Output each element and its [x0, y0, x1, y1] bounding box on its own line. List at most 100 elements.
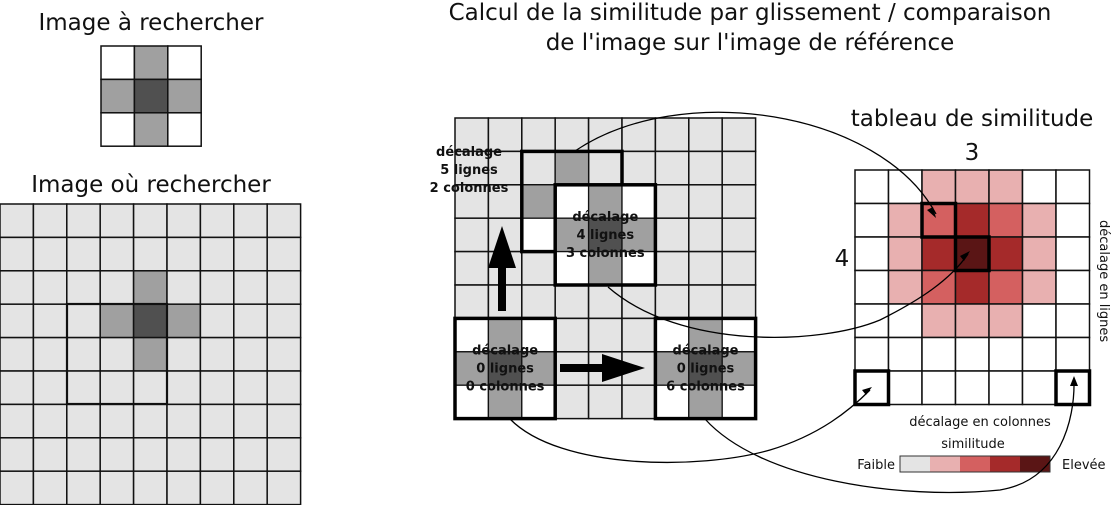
grid-cell — [266, 203, 302, 239]
offset-label-line: décalage — [673, 344, 739, 359]
grid-cell — [166, 370, 202, 406]
grid-cell — [100, 112, 136, 147]
search-image-title: Image où rechercher — [31, 172, 271, 198]
right-arrow-icon — [602, 354, 645, 382]
arrowhead-icon — [927, 207, 936, 218]
grid-cell — [167, 112, 202, 147]
similarity-cell — [954, 336, 990, 372]
similarity-cell — [887, 336, 923, 372]
template-cell — [521, 184, 556, 219]
legend-swatch — [990, 456, 1020, 472]
similarity-cell — [887, 370, 923, 406]
grid-cell — [133, 78, 169, 114]
grid-cell — [199, 403, 235, 439]
grid-cell — [166, 470, 202, 505]
template-cell — [521, 317, 556, 353]
legend-title: similitude — [941, 437, 1004, 452]
similarity-cell — [1021, 202, 1057, 238]
template-title: Image à rechercher — [38, 10, 264, 36]
similarity-cell — [921, 303, 957, 339]
grid-cell — [266, 336, 302, 372]
grid-cell — [487, 184, 523, 219]
grid-cell — [688, 184, 723, 219]
search-image-grid — [0, 203, 302, 505]
grid-cell — [199, 336, 235, 372]
legend-high-label: Elevée — [1062, 458, 1106, 473]
column-marker: 3 — [965, 140, 980, 166]
similarity-cell — [854, 336, 890, 372]
similarity-cell — [1021, 336, 1057, 372]
grid-cell — [199, 470, 235, 505]
grid-cell — [99, 336, 135, 372]
offset-label-line: 2 colonnes — [430, 181, 509, 196]
grid-cell — [587, 317, 623, 353]
highlighted-similarity-cell — [853, 369, 891, 407]
grid-cell — [132, 437, 168, 472]
grid-cell — [688, 217, 723, 253]
grid-cell — [199, 236, 235, 272]
grid-cell — [554, 384, 590, 420]
similarity-cell — [887, 202, 923, 238]
slide-arrows — [488, 226, 645, 382]
grid-cell — [166, 203, 202, 239]
similarity-cell — [854, 269, 890, 305]
similarity-cell — [921, 370, 957, 406]
grid-cell — [66, 303, 101, 339]
similarity-cell — [1055, 202, 1091, 238]
grid-cell — [233, 203, 268, 239]
template-cell — [587, 217, 623, 253]
grid-cell — [166, 236, 202, 272]
grid-cell — [66, 403, 101, 439]
grid-cell — [721, 250, 757, 286]
similarity-cell — [954, 269, 990, 305]
grid-cell — [0, 437, 35, 472]
grid-cell — [688, 284, 723, 320]
connector-5-2 — [574, 111, 937, 215]
grid-cell — [487, 150, 523, 186]
grid-cell — [233, 437, 268, 472]
template-image — [100, 45, 202, 147]
grid-cell — [521, 150, 556, 186]
similarity-cell — [921, 236, 957, 272]
grid-cell — [167, 45, 202, 81]
grid-cell — [132, 336, 168, 372]
grid-cell — [0, 470, 35, 505]
grid-cell — [32, 270, 68, 305]
grid-cell — [199, 203, 235, 239]
connector-0-0 — [509, 389, 871, 464]
grid-cell — [133, 45, 169, 81]
up-arrow-icon — [488, 226, 516, 268]
similarity-cell — [988, 202, 1024, 238]
grid-cell — [99, 470, 135, 505]
grid-cell — [554, 117, 590, 153]
grid-cell — [654, 284, 690, 320]
template-cell — [454, 317, 490, 353]
grid-cell — [133, 112, 169, 147]
similarity-cell — [988, 303, 1024, 339]
grid-cell — [32, 470, 68, 505]
grid-cell — [654, 184, 690, 219]
similarity-cell — [954, 303, 990, 339]
grid-cell — [99, 236, 135, 272]
grid-cell — [99, 203, 135, 239]
grid-cell — [233, 470, 268, 505]
right-arrow-shaft — [560, 364, 610, 372]
grid-cell — [266, 370, 302, 406]
grid-cell — [66, 470, 101, 505]
grid-cell — [132, 403, 168, 439]
grid-cell — [199, 437, 235, 472]
similarity-cell — [854, 169, 890, 205]
connector-4-3 — [607, 253, 969, 338]
grid-cell — [721, 117, 757, 153]
legend-swatch — [1020, 456, 1050, 472]
legend-swatch — [930, 456, 960, 472]
grid-cell — [266, 236, 302, 272]
similarity-cell — [1055, 303, 1091, 339]
offset-label-line: 6 colonnes — [666, 380, 745, 395]
similarity-cell — [988, 370, 1024, 406]
grid-cell — [721, 150, 757, 186]
